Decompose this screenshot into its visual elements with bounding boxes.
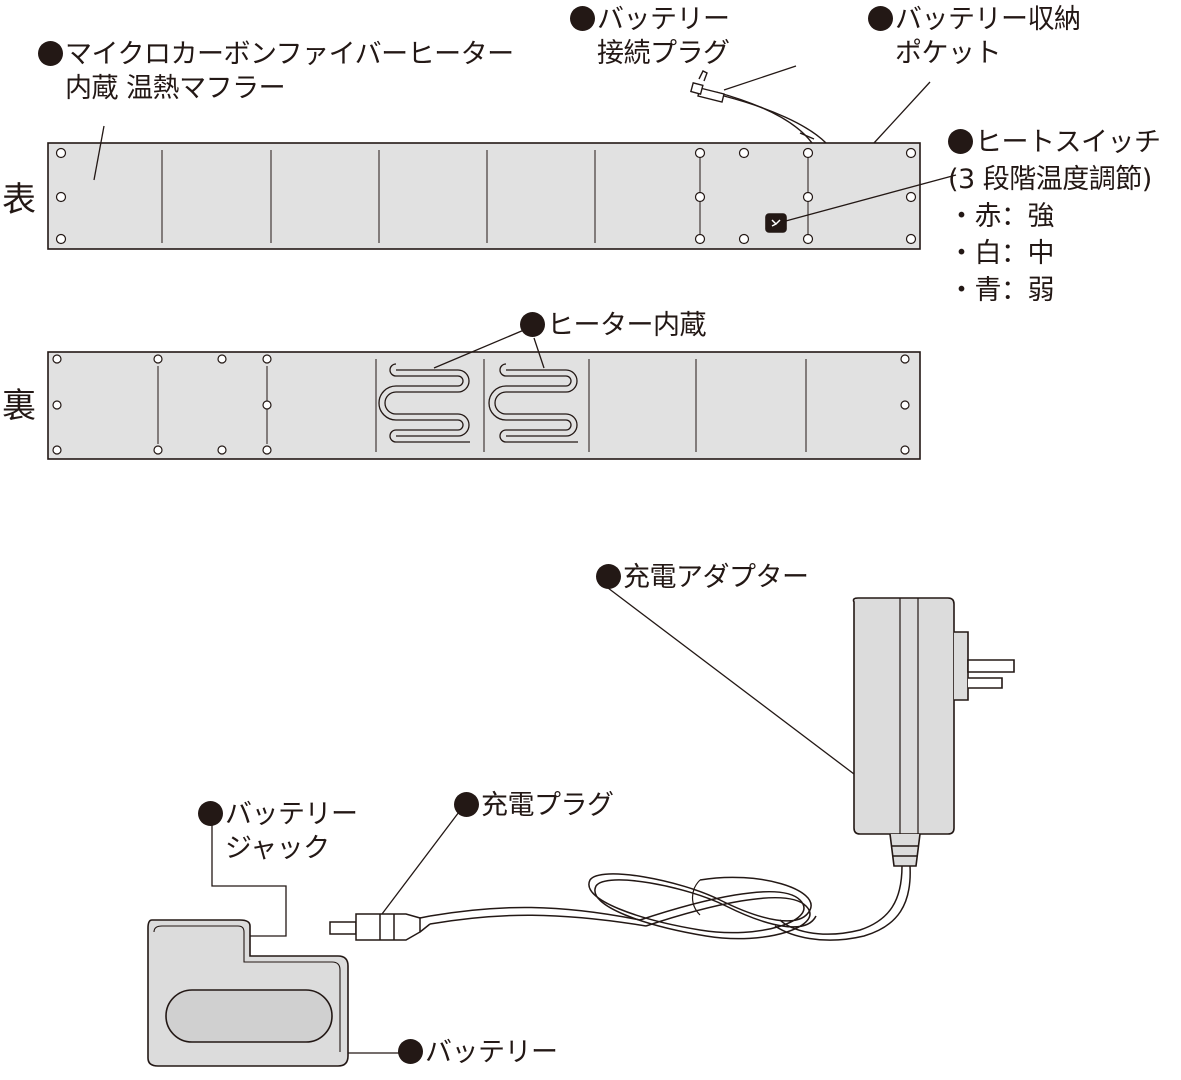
leader-lines — [93, 65, 957, 1054]
heat-level-high: ・赤：強 — [948, 201, 1054, 232]
bullet-dot-icon — [454, 792, 479, 817]
bullet-dot-icon — [596, 564, 621, 589]
bullet-dot-icon — [198, 801, 223, 826]
muffler-front-panel — [47, 142, 921, 250]
battery-connect-plug — [690, 70, 827, 144]
charge-adapter-label: 充電アダプター — [596, 561, 809, 595]
heater-built-in-label: ヒーター内蔵 — [520, 309, 707, 343]
bullet-dot-icon — [398, 1039, 423, 1064]
heater-muffler-label: マイクロカーボンファイバーヒーター 内蔵 温熱マフラー — [38, 38, 514, 106]
bullet-dot-icon — [38, 41, 63, 66]
bullet-dot-icon — [868, 6, 893, 31]
heater-coil-right — [488, 363, 578, 443]
charge-plug-label: 充電プラグ — [454, 789, 614, 823]
bullet-dot-icon — [520, 312, 545, 337]
heat-level-low: ・青：弱 — [948, 275, 1054, 306]
back-panel-snaps — [52, 354, 910, 455]
heat-switch-label: ヒートスイッチ (3 段階温度調節) ・赤：強 ・白：中 ・青：弱 — [948, 124, 1161, 309]
charge-adapter — [852, 597, 1015, 867]
heater-coil-left — [378, 363, 470, 443]
bullet-dot-icon — [570, 6, 595, 31]
heat-switch-icon[interactable] — [765, 213, 787, 233]
battery-label: バッテリー — [398, 1036, 558, 1070]
battery-jack-label: バッテリー ジャック — [198, 798, 358, 866]
battery-pocket-label: バッテリー収納 ポケット — [868, 3, 1081, 71]
heat-level-medium: ・白：中 — [948, 238, 1054, 269]
bullet-dot-icon — [948, 129, 973, 154]
battery-connect-plug-label: バッテリー 接続プラグ — [570, 3, 730, 71]
charge-cable — [429, 865, 911, 941]
back-side-label: 裏 — [2, 386, 36, 426]
battery-unit — [147, 919, 349, 1067]
muffler-back-panel — [47, 351, 921, 460]
charge-plug — [329, 913, 431, 941]
front-side-label: 表 — [2, 180, 36, 220]
front-panel-snaps — [55, 147, 917, 245]
